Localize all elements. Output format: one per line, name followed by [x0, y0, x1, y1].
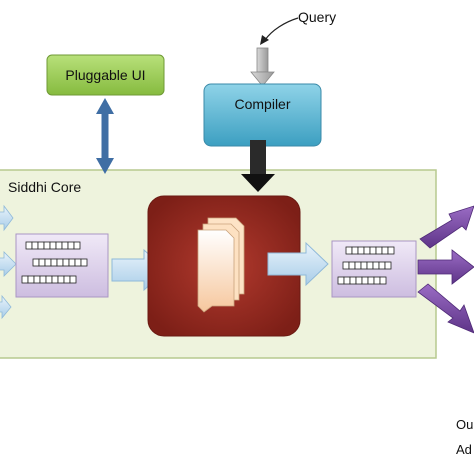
- pluggable-ui-bidirectional-arrow: [96, 98, 114, 174]
- pluggable-ui-box[interactable]: Pluggable UI: [46, 54, 165, 96]
- pluggable-ui-label: Pluggable UI: [65, 67, 145, 83]
- compiler-output-arrow: [241, 140, 275, 192]
- query-label: Query: [298, 9, 336, 25]
- siddhi-core-label: Siddhi Core: [8, 179, 81, 195]
- event-queue-icon: [21, 241, 88, 284]
- output-stream-arrows: [417, 205, 474, 334]
- event-queue-icon: [337, 246, 395, 285]
- compiler-label: Compiler: [234, 96, 290, 112]
- output-event-queue: [331, 240, 417, 298]
- input-stream-arrows: [0, 204, 17, 320]
- output-label-fragment-1: Ou: [456, 417, 474, 432]
- processor-to-queue-arrow: [267, 241, 329, 287]
- compiler-box[interactable]: Compiler: [203, 83, 322, 147]
- output-label-fragment-2: Ad: [456, 442, 472, 457]
- document-stack-icon: [197, 217, 245, 313]
- input-event-queue: [15, 233, 109, 298]
- query-pointer-arrow: [260, 17, 299, 45]
- query-input-arrow: [250, 47, 275, 87]
